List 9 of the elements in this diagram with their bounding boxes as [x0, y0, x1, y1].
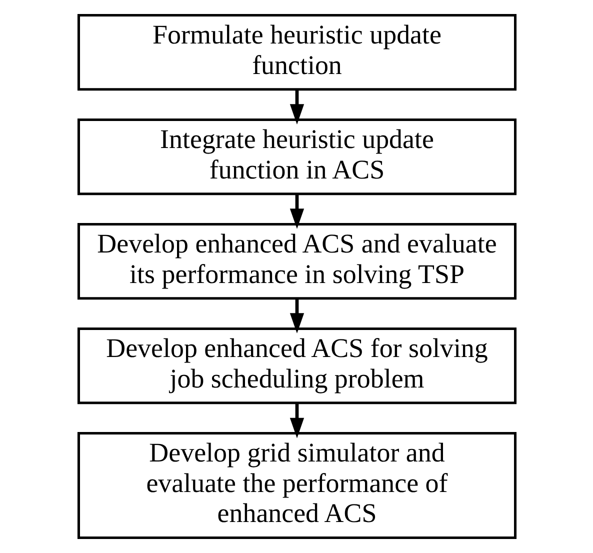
arrow — [289, 194, 304, 229]
node-box: Integrate heuristic update function in ACS — [76, 118, 516, 196]
arrow — [289, 90, 304, 124]
node-box: Formulate heuristic update function — [76, 14, 516, 91]
node-box: Develop enhanced ACS for solving job scheduling problem — [76, 327, 516, 404]
arrow — [289, 403, 304, 438]
node-box: Develop grid simulator and evaluate the performance of enhanced ACS — [76, 432, 516, 539]
arrow — [289, 298, 304, 334]
node-box: Develop enhanced ACS and evaluate its performance in solving TSP — [76, 223, 516, 300]
